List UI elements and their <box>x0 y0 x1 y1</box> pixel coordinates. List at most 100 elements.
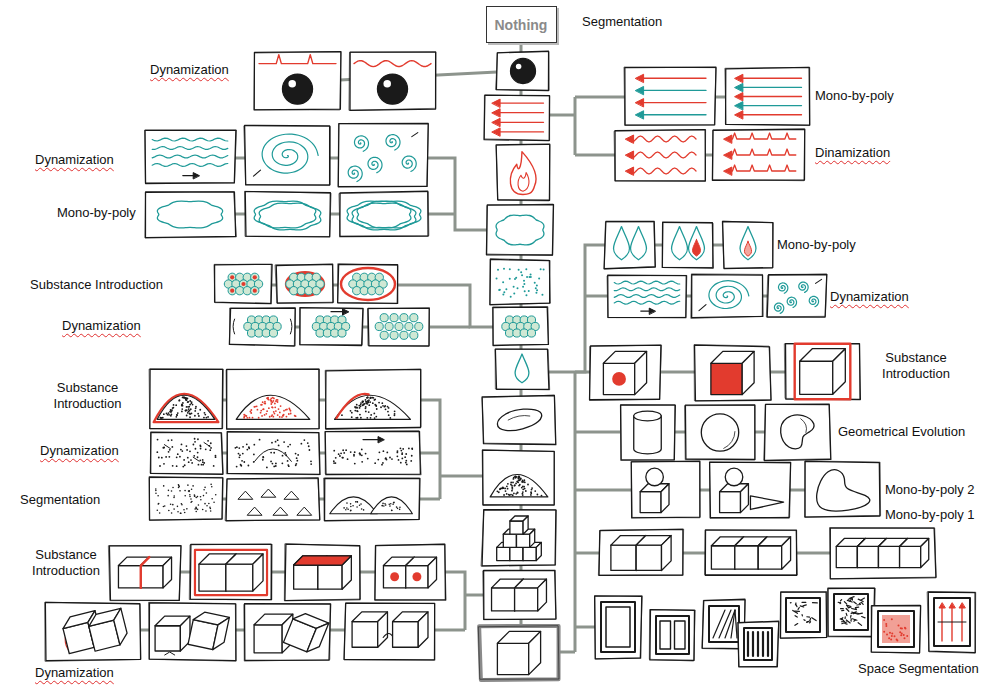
sketch-stroke <box>509 278 511 280</box>
sketch-stroke <box>351 412 353 414</box>
sketch-stroke <box>300 308 363 346</box>
sketch-stroke <box>518 476 520 478</box>
sketch-stroke <box>277 414 279 416</box>
sketch-stroke <box>830 528 936 579</box>
sketch-stroke <box>270 461 272 463</box>
sketch-stroke <box>850 619 851 620</box>
sketch-stroke <box>189 494 191 496</box>
operator-label: Substance Introduction <box>30 277 163 293</box>
sketch-stroke <box>158 503 160 505</box>
sketch-stroke <box>816 279 822 283</box>
sketch-stroke <box>515 588 538 611</box>
sketch-stroke <box>506 493 508 495</box>
sketch-stroke <box>515 493 517 495</box>
sketch-stroke <box>391 509 393 511</box>
sketch-stroke <box>252 417 254 419</box>
sketch-stroke <box>183 509 185 511</box>
sketch-stroke <box>575 96 625 99</box>
sketch-stroke <box>724 432 735 449</box>
sketch-stroke <box>650 610 696 662</box>
sketch-stroke <box>518 173 529 192</box>
sketch-stroke <box>272 571 285 574</box>
sketch-stroke <box>726 165 796 171</box>
sketch-stroke <box>399 509 401 511</box>
sketch-stroke <box>608 275 687 318</box>
sketch-stroke <box>699 305 706 311</box>
operator-label: Dynamization <box>150 62 229 78</box>
sketch-stroke <box>523 486 525 488</box>
sketch-stroke <box>402 156 416 171</box>
sketch-stroke <box>490 474 548 496</box>
sketch-stroke <box>527 329 535 337</box>
sketch-stroke <box>243 461 245 463</box>
sketch-stroke <box>624 67 716 125</box>
sketch-stroke <box>187 406 189 408</box>
sketch-stroke <box>177 453 179 455</box>
sketch-stroke <box>186 398 188 400</box>
sketch-stroke <box>382 450 384 452</box>
sketch-stroke <box>528 276 530 278</box>
sketch-stroke <box>536 494 538 496</box>
sketch-stroke <box>340 452 342 454</box>
sketch-stroke <box>210 447 212 449</box>
sketch-stroke <box>410 331 418 339</box>
sketch-stroke <box>170 503 172 505</box>
sketch-stroke <box>891 618 893 620</box>
sketch-stroke <box>151 432 223 474</box>
sketch-stroke <box>845 617 846 619</box>
sketch-stroke <box>752 632 754 656</box>
sketch-stroke <box>260 410 262 412</box>
operator-label: Dynamization <box>40 443 119 459</box>
sketch-stroke <box>165 456 167 458</box>
operator-label: Geometrical Evolution <box>838 424 965 440</box>
sketch-stroke <box>189 413 191 415</box>
sketch-stroke <box>530 273 532 275</box>
sketch-stroke <box>247 507 261 515</box>
sketch-stroke <box>410 314 418 322</box>
sketch-stroke <box>767 275 827 318</box>
sketch-stroke <box>214 264 271 303</box>
sketch-stroke <box>497 409 541 431</box>
sketch-stroke <box>852 599 853 600</box>
sketch-stroke <box>330 497 378 514</box>
sketch-stroke <box>163 463 165 465</box>
sketch-stroke <box>939 603 945 608</box>
sketch-stroke <box>361 508 363 510</box>
sketch-stroke <box>264 414 266 416</box>
sketch-stroke <box>601 602 635 652</box>
sketch-stroke <box>190 544 271 600</box>
sketch-group <box>227 432 320 475</box>
sketch-stroke <box>396 506 398 508</box>
sketch-stroke <box>350 510 352 512</box>
sketch-stroke <box>649 308 655 314</box>
sketch-stroke <box>202 509 204 511</box>
sketch-stroke <box>262 408 264 410</box>
sketch-stroke <box>492 118 500 126</box>
sketch-stroke <box>632 462 700 518</box>
sketch-stroke <box>158 457 160 459</box>
sketch-stroke <box>755 431 765 434</box>
sketch-stroke <box>352 505 354 507</box>
sketch-stroke <box>638 114 706 115</box>
sketch-stroke <box>397 450 399 452</box>
sketch-stroke <box>399 506 401 508</box>
sketch-stroke <box>538 277 540 279</box>
sketch-group <box>624 67 716 125</box>
sketch-stroke <box>764 404 830 460</box>
sketch-stroke <box>359 452 361 454</box>
sketch-stroke <box>741 484 749 513</box>
sketch-stroke <box>640 492 661 513</box>
sketch-group <box>928 592 976 653</box>
sketch-group <box>484 95 550 140</box>
sketch-stroke <box>253 554 263 591</box>
sketch-stroke <box>851 612 855 614</box>
sketch-stroke <box>638 90 706 91</box>
sketch-stroke <box>406 464 408 466</box>
sketch-stroke <box>871 606 920 653</box>
sketch-stroke <box>187 397 189 399</box>
sketch-stroke <box>525 268 527 270</box>
operator-label: Dynamization <box>35 152 114 168</box>
sketch-stroke <box>277 439 279 441</box>
sketch-stroke <box>492 109 500 117</box>
sketch-stroke <box>294 565 318 589</box>
